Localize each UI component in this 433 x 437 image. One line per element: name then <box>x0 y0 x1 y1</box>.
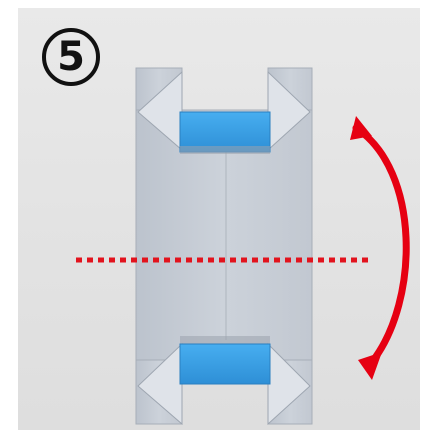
bottom-blue-band <box>180 344 270 384</box>
top-blue-band-shadow <box>180 146 270 154</box>
bottom-blue-band-shadow <box>180 336 270 344</box>
folded-paper <box>136 68 312 424</box>
curved-fold-arrow-icon <box>350 116 406 380</box>
